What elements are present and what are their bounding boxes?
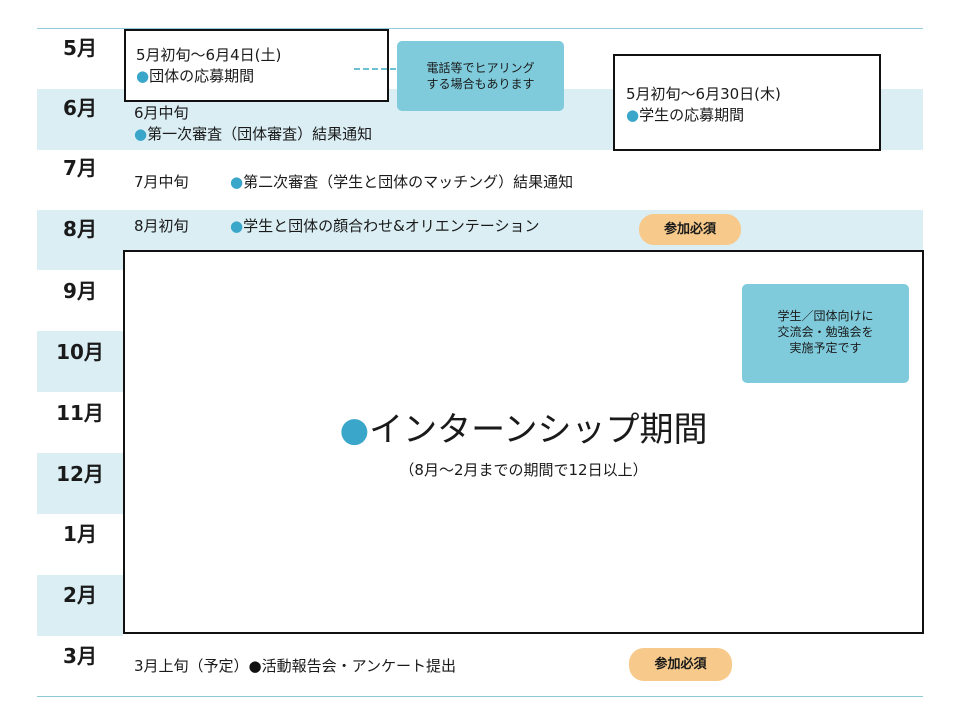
top-rule <box>37 28 923 29</box>
bullet-icon: ● <box>248 657 262 675</box>
note-connector <box>354 68 396 70</box>
bottom-rule <box>37 696 923 697</box>
month-label-july: 7月 <box>63 156 97 180</box>
month-label-november: 11月 <box>56 401 104 425</box>
month-label-december: 12月 <box>56 462 104 486</box>
student-application-period: 5月初旬～6月30日(木) <box>626 85 781 103</box>
exchange-session-note: 学生／団体向けに 交流会・勉強会を 実施予定です <box>742 284 909 383</box>
month-label-september: 9月 <box>63 279 97 303</box>
bullet-icon: ● <box>339 410 370 450</box>
first-review-timing: 6月中旬 <box>134 104 189 122</box>
month-label-october: 10月 <box>56 340 104 364</box>
bullet-icon: ● <box>136 67 150 85</box>
student-application-box: 5月初旬～6月30日(木) ●学生の応募期間 <box>613 54 881 151</box>
internship-subtitle: （8月～2月までの期間で12日以上） <box>399 461 648 479</box>
band-december <box>37 453 123 514</box>
exchange-note-line-2: 交流会・勉強会を <box>777 325 874 340</box>
group-application-label-row: ●団体の応募期間 <box>136 67 254 86</box>
phone-note-line-2: する場合もあります <box>426 77 535 92</box>
bullet-icon: ● <box>230 173 244 191</box>
bullet-icon: ● <box>134 125 148 143</box>
first-review-row: ●第一次審査（団体審査）結果通知 <box>134 125 372 144</box>
phone-note-line-1: 電話等でヒアリング <box>426 61 535 75</box>
band-october <box>37 331 123 392</box>
second-review-label: 第二次審査（学生と団体のマッチング）結果通知 <box>243 173 574 191</box>
orientation-row: ●学生と団体の顔合わせ&オリエンテーション <box>230 217 540 236</box>
month-label-may: 5月 <box>63 36 97 60</box>
exchange-note-line-3: 実施予定です <box>789 341 862 356</box>
month-label-march: 3月 <box>63 644 97 668</box>
month-label-february: 2月 <box>63 583 97 607</box>
orientation-label: 学生と団体の顔合わせ&オリエンテーション <box>243 217 540 235</box>
internship-title-row: ●インターンシップ期間 <box>125 410 922 450</box>
second-review-row: ●第二次審査（学生と団体のマッチング）結果通知 <box>230 173 573 192</box>
band-february <box>37 575 123 636</box>
month-label-august: 8月 <box>63 217 97 241</box>
report-timing: 3月上旬（予定） <box>134 657 249 675</box>
group-application-label: 団体の応募期間 <box>149 67 255 85</box>
report-label: 活動報告会・アンケート提出 <box>261 657 457 675</box>
orientation-timing: 8月初旬 <box>134 217 189 235</box>
bullet-icon: ● <box>230 217 244 235</box>
group-application-period: 5月初旬～6月4日(土) <box>136 46 282 64</box>
bullet-icon: ● <box>626 106 640 124</box>
group-application-box: 5月初旬～6月4日(土) ●団体の応募期間 <box>124 29 389 102</box>
month-label-june: 6月 <box>63 96 97 120</box>
orientation-required-badge: 参加必須 <box>639 214 741 245</box>
report-row: 3月上旬（予定）●活動報告会・アンケート提出 <box>134 657 456 676</box>
phone-hearing-note: 電話等でヒアリング する場合もあります <box>397 41 564 111</box>
second-review-timing: 7月中旬 <box>134 173 189 191</box>
exchange-note-line-1: 学生／団体向けに <box>777 309 874 323</box>
student-application-label: 学生の応募期間 <box>639 106 745 124</box>
report-required-badge: 参加必須 <box>629 648 732 681</box>
internship-title: インターンシップ期間 <box>369 410 708 450</box>
month-label-january: 1月 <box>63 522 97 546</box>
first-review-label: 第一次審査（団体審査）結果通知 <box>147 125 373 143</box>
student-application-label-row: ●学生の応募期間 <box>626 106 744 125</box>
